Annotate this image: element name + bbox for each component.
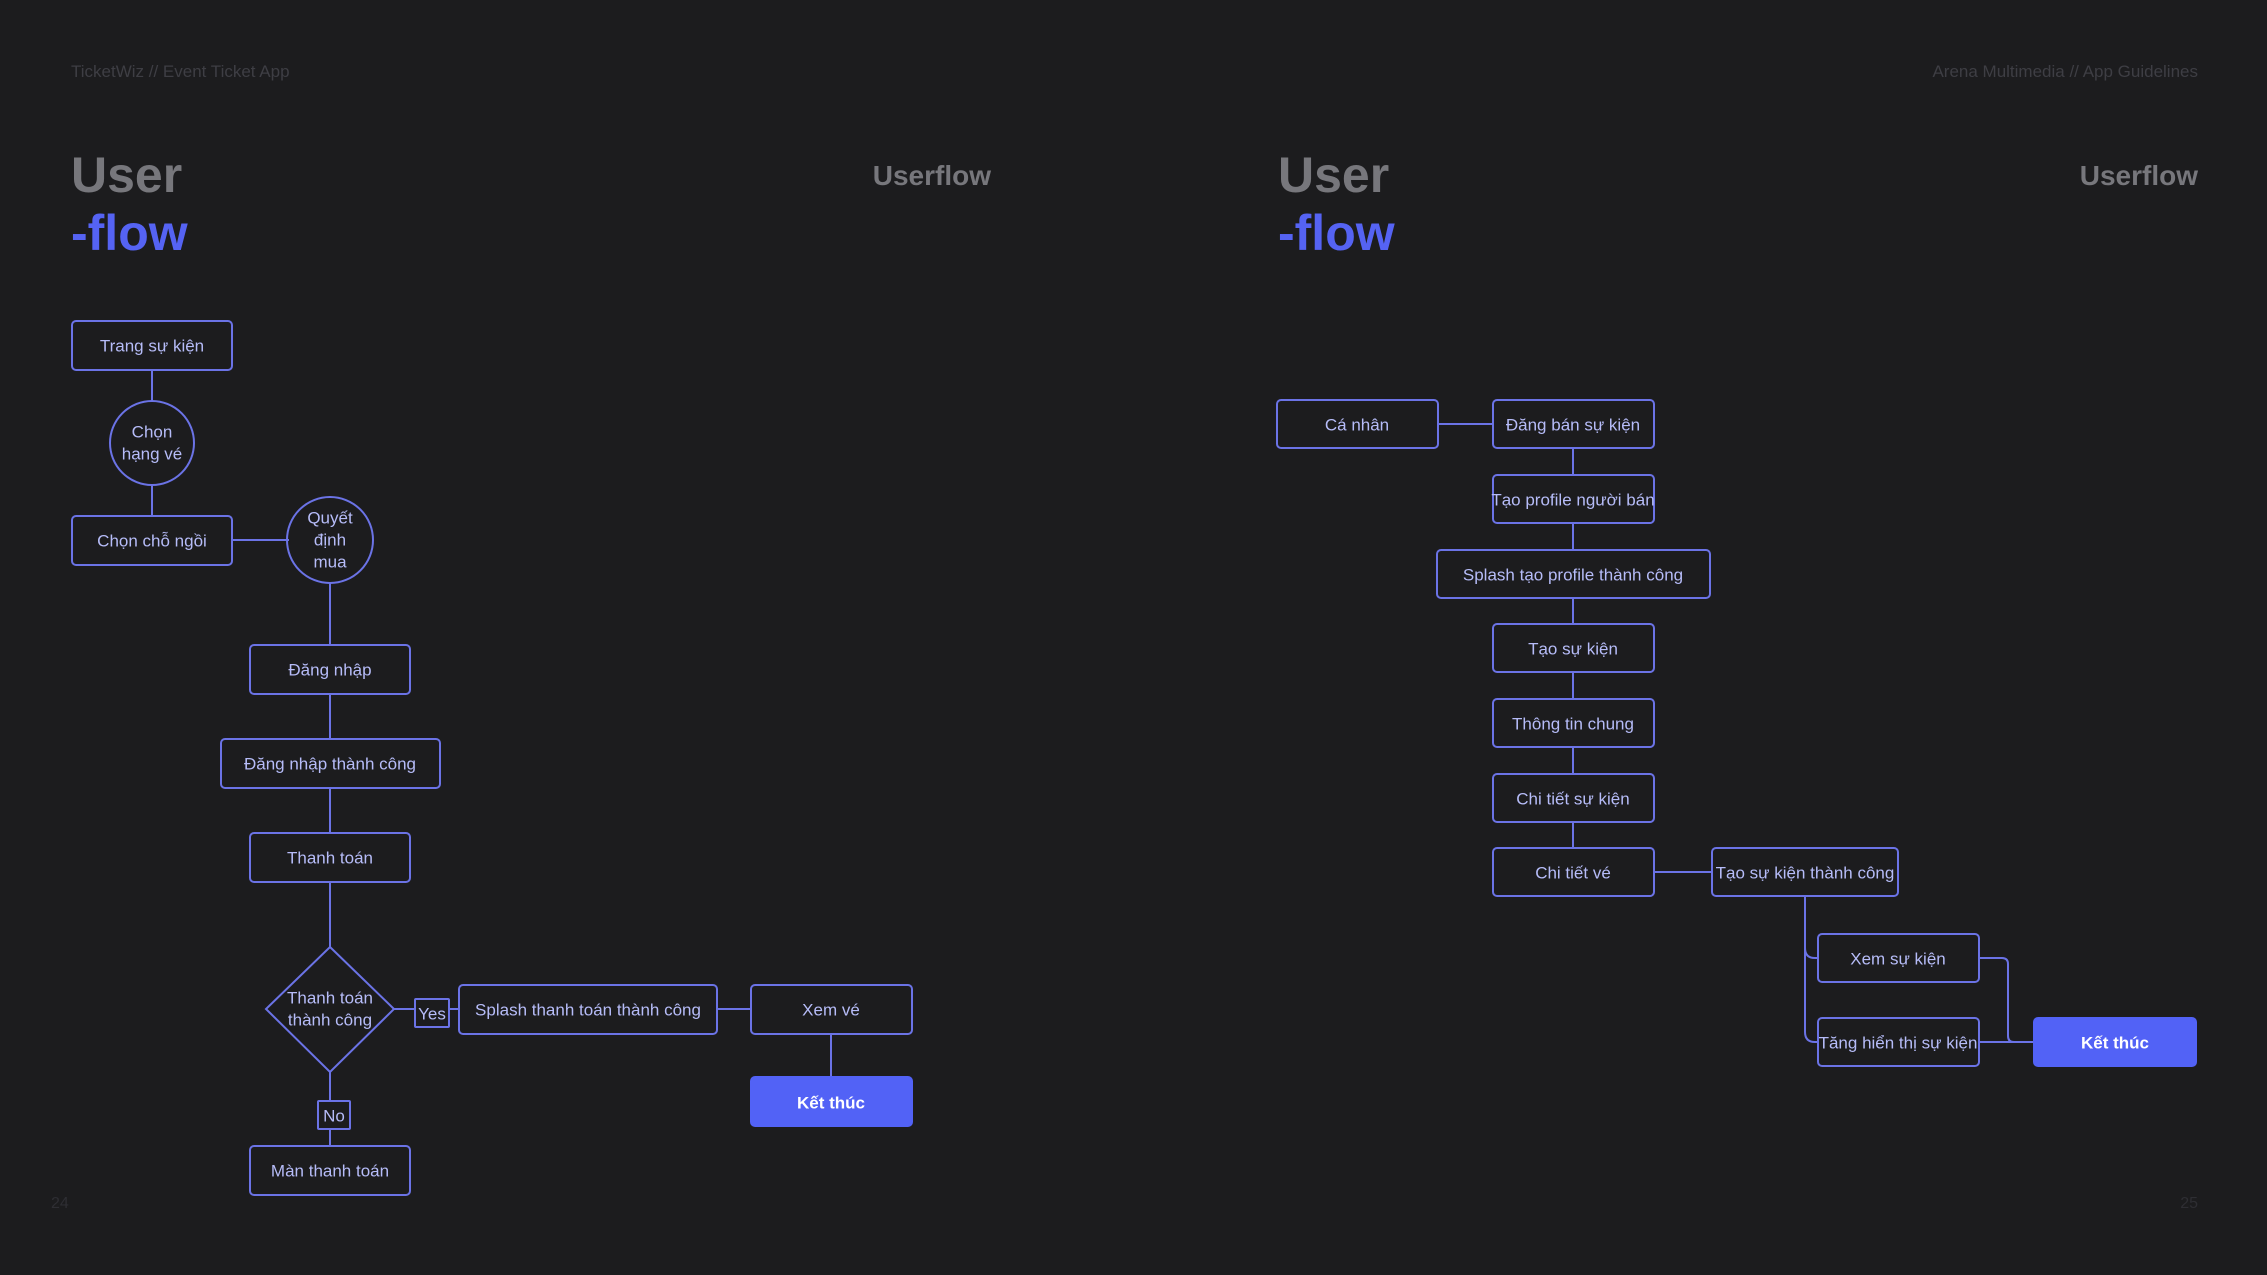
node-create-seller-profile: Tạo profile người bán xyxy=(1491,474,1655,524)
node-payment-success-splash: Splash thanh toán thành công xyxy=(458,984,718,1035)
section-label: Userflow xyxy=(2079,160,2198,191)
page-title-line1: User xyxy=(1278,147,1390,203)
node-label: hạng vé xyxy=(122,445,183,464)
node-end: Kết thúc xyxy=(2033,1017,2197,1067)
page-number: 24 xyxy=(51,1195,69,1212)
node-ticket-details: Chi tiết vé xyxy=(1492,847,1655,897)
node-create-event-success: Tạo sự kiện thành công xyxy=(1711,847,1899,897)
page-number: 25 xyxy=(2180,1195,2198,1212)
node-label: Xem sự kiện xyxy=(1850,950,1945,969)
page-title-line2: -flow xyxy=(1278,205,1395,261)
branch-label-no: No xyxy=(317,1100,351,1130)
connector xyxy=(1980,957,2034,1043)
node-personal: Cá nhân xyxy=(1276,399,1439,449)
node-label: Cá nhân xyxy=(1325,416,1389,435)
right-page: Arena Multimedia // App Guidelines User … xyxy=(1134,0,2267,1275)
node-label: Splash thanh toán thành công xyxy=(475,1001,701,1020)
node-label: Đăng nhập thành công xyxy=(244,755,416,774)
node-view-ticket: Xem vé xyxy=(750,984,913,1035)
node-boost-event: Tăng hiển thị sự kiện xyxy=(1817,1017,1980,1067)
node-label: Trang sự kiện xyxy=(100,337,204,356)
node-event-details: Chi tiết sự kiện xyxy=(1492,773,1655,823)
node-label: No xyxy=(323,1107,345,1126)
node-label: Màn thanh toán xyxy=(271,1162,389,1181)
node-label: Xem vé xyxy=(802,1001,860,1020)
node-label: Tăng hiển thị sự kiện xyxy=(1819,1034,1978,1053)
node-create-event: Tạo sự kiện xyxy=(1492,623,1655,673)
header-publisher: Arena Multimedia // App Guidelines xyxy=(1932,62,2198,81)
node-label: mua xyxy=(313,553,347,572)
node-sell-event: Đăng bán sự kiện xyxy=(1492,399,1655,449)
node-label: Chi tiết vé xyxy=(1535,864,1611,883)
node-label: Chọn xyxy=(132,423,173,442)
node-label: Chi tiết sự kiện xyxy=(1516,790,1629,809)
node-label: Tạo sự kiện thành công xyxy=(1716,864,1895,883)
userflow-diagram-seller: Cá nhân Đăng bán sự kiện Tạo profile ngư… xyxy=(1276,399,2197,1067)
connector xyxy=(1804,947,1818,959)
node-label: Kết thúc xyxy=(797,1094,865,1113)
node-label: Kết thúc xyxy=(2081,1034,2149,1053)
node-label: Thanh toán xyxy=(287,989,373,1008)
node-purchase-decision: Quyết định mua xyxy=(286,496,374,584)
node-label: định xyxy=(314,531,346,550)
node-general-info: Thông tin chung xyxy=(1492,698,1655,748)
node-label: Thanh toán xyxy=(287,849,373,868)
node-label: Yes xyxy=(418,1005,446,1024)
userflow-diagram-buyer: Trang sự kiện Chọn hạng vé Chọn chỗ ngồi… xyxy=(71,320,913,1196)
node-login: Đăng nhập xyxy=(249,644,411,695)
branch-label-yes: Yes xyxy=(414,998,450,1028)
section-label: Userflow xyxy=(872,160,991,191)
node-end: Kết thúc xyxy=(750,1076,913,1127)
node-label: Chọn chỗ ngồi xyxy=(97,532,207,551)
header-project-name: TicketWiz // Event Ticket App xyxy=(71,62,290,81)
node-profile-success-splash: Splash tạo profile thành công xyxy=(1436,549,1711,599)
page-title-line2: -flow xyxy=(71,205,188,261)
node-label: thành công xyxy=(288,1011,372,1030)
node-payment-success-decision: Thanh toán thành công xyxy=(264,945,396,1074)
node-view-event: Xem sự kiện xyxy=(1817,933,1980,983)
node-label: Quyết xyxy=(307,509,353,528)
connector xyxy=(1804,896,1818,1043)
node-label: Tạo profile người bán xyxy=(1491,491,1654,510)
node-login-success: Đăng nhập thành công xyxy=(220,738,441,789)
node-label: Đăng bán sự kiện xyxy=(1506,416,1640,435)
node-event-page: Trang sự kiện xyxy=(71,320,233,371)
node-label: Splash tạo profile thành công xyxy=(1463,566,1683,585)
node-payment: Thanh toán xyxy=(249,832,411,883)
node-choose-seat: Chọn chỗ ngồi xyxy=(71,515,233,566)
page-title-line1: User xyxy=(71,147,183,203)
node-payment-screen: Màn thanh toán xyxy=(249,1145,411,1196)
node-choose-ticket-class: Chọn hạng vé xyxy=(109,400,195,486)
node-label: Thông tin chung xyxy=(1512,715,1634,734)
node-label: Tạo sự kiện xyxy=(1528,640,1618,659)
node-label: Đăng nhập xyxy=(288,661,371,680)
left-page: TicketWiz // Event Ticket App User -flow… xyxy=(0,0,1133,1275)
